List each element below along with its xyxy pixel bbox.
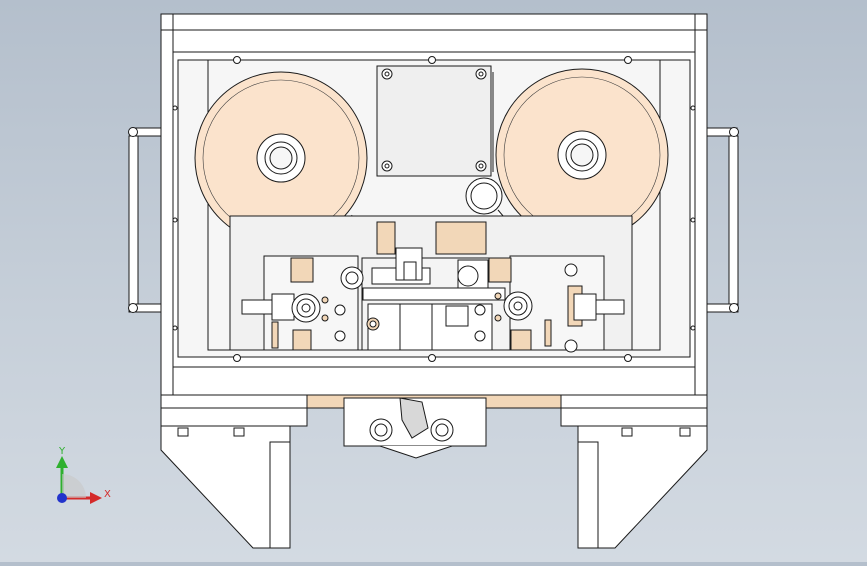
plate-screws — [172, 56, 696, 362]
left-handle[interactable] — [128, 127, 162, 313]
cutting-head[interactable] — [306, 394, 562, 459]
base-frame — [160, 407, 708, 549]
coordinate-triad — [56, 456, 102, 504]
right-tape-reel[interactable] — [495, 68, 669, 242]
left-pinch-roller[interactable] — [241, 293, 329, 323]
right-handle[interactable] — [706, 127, 739, 313]
triad-y-label: Y — [58, 446, 66, 457]
lower-mechanism — [229, 215, 633, 353]
motor-plate — [376, 65, 494, 177]
right-pinch-roller[interactable] — [494, 291, 625, 322]
triad-x-label: X — [104, 489, 111, 500]
